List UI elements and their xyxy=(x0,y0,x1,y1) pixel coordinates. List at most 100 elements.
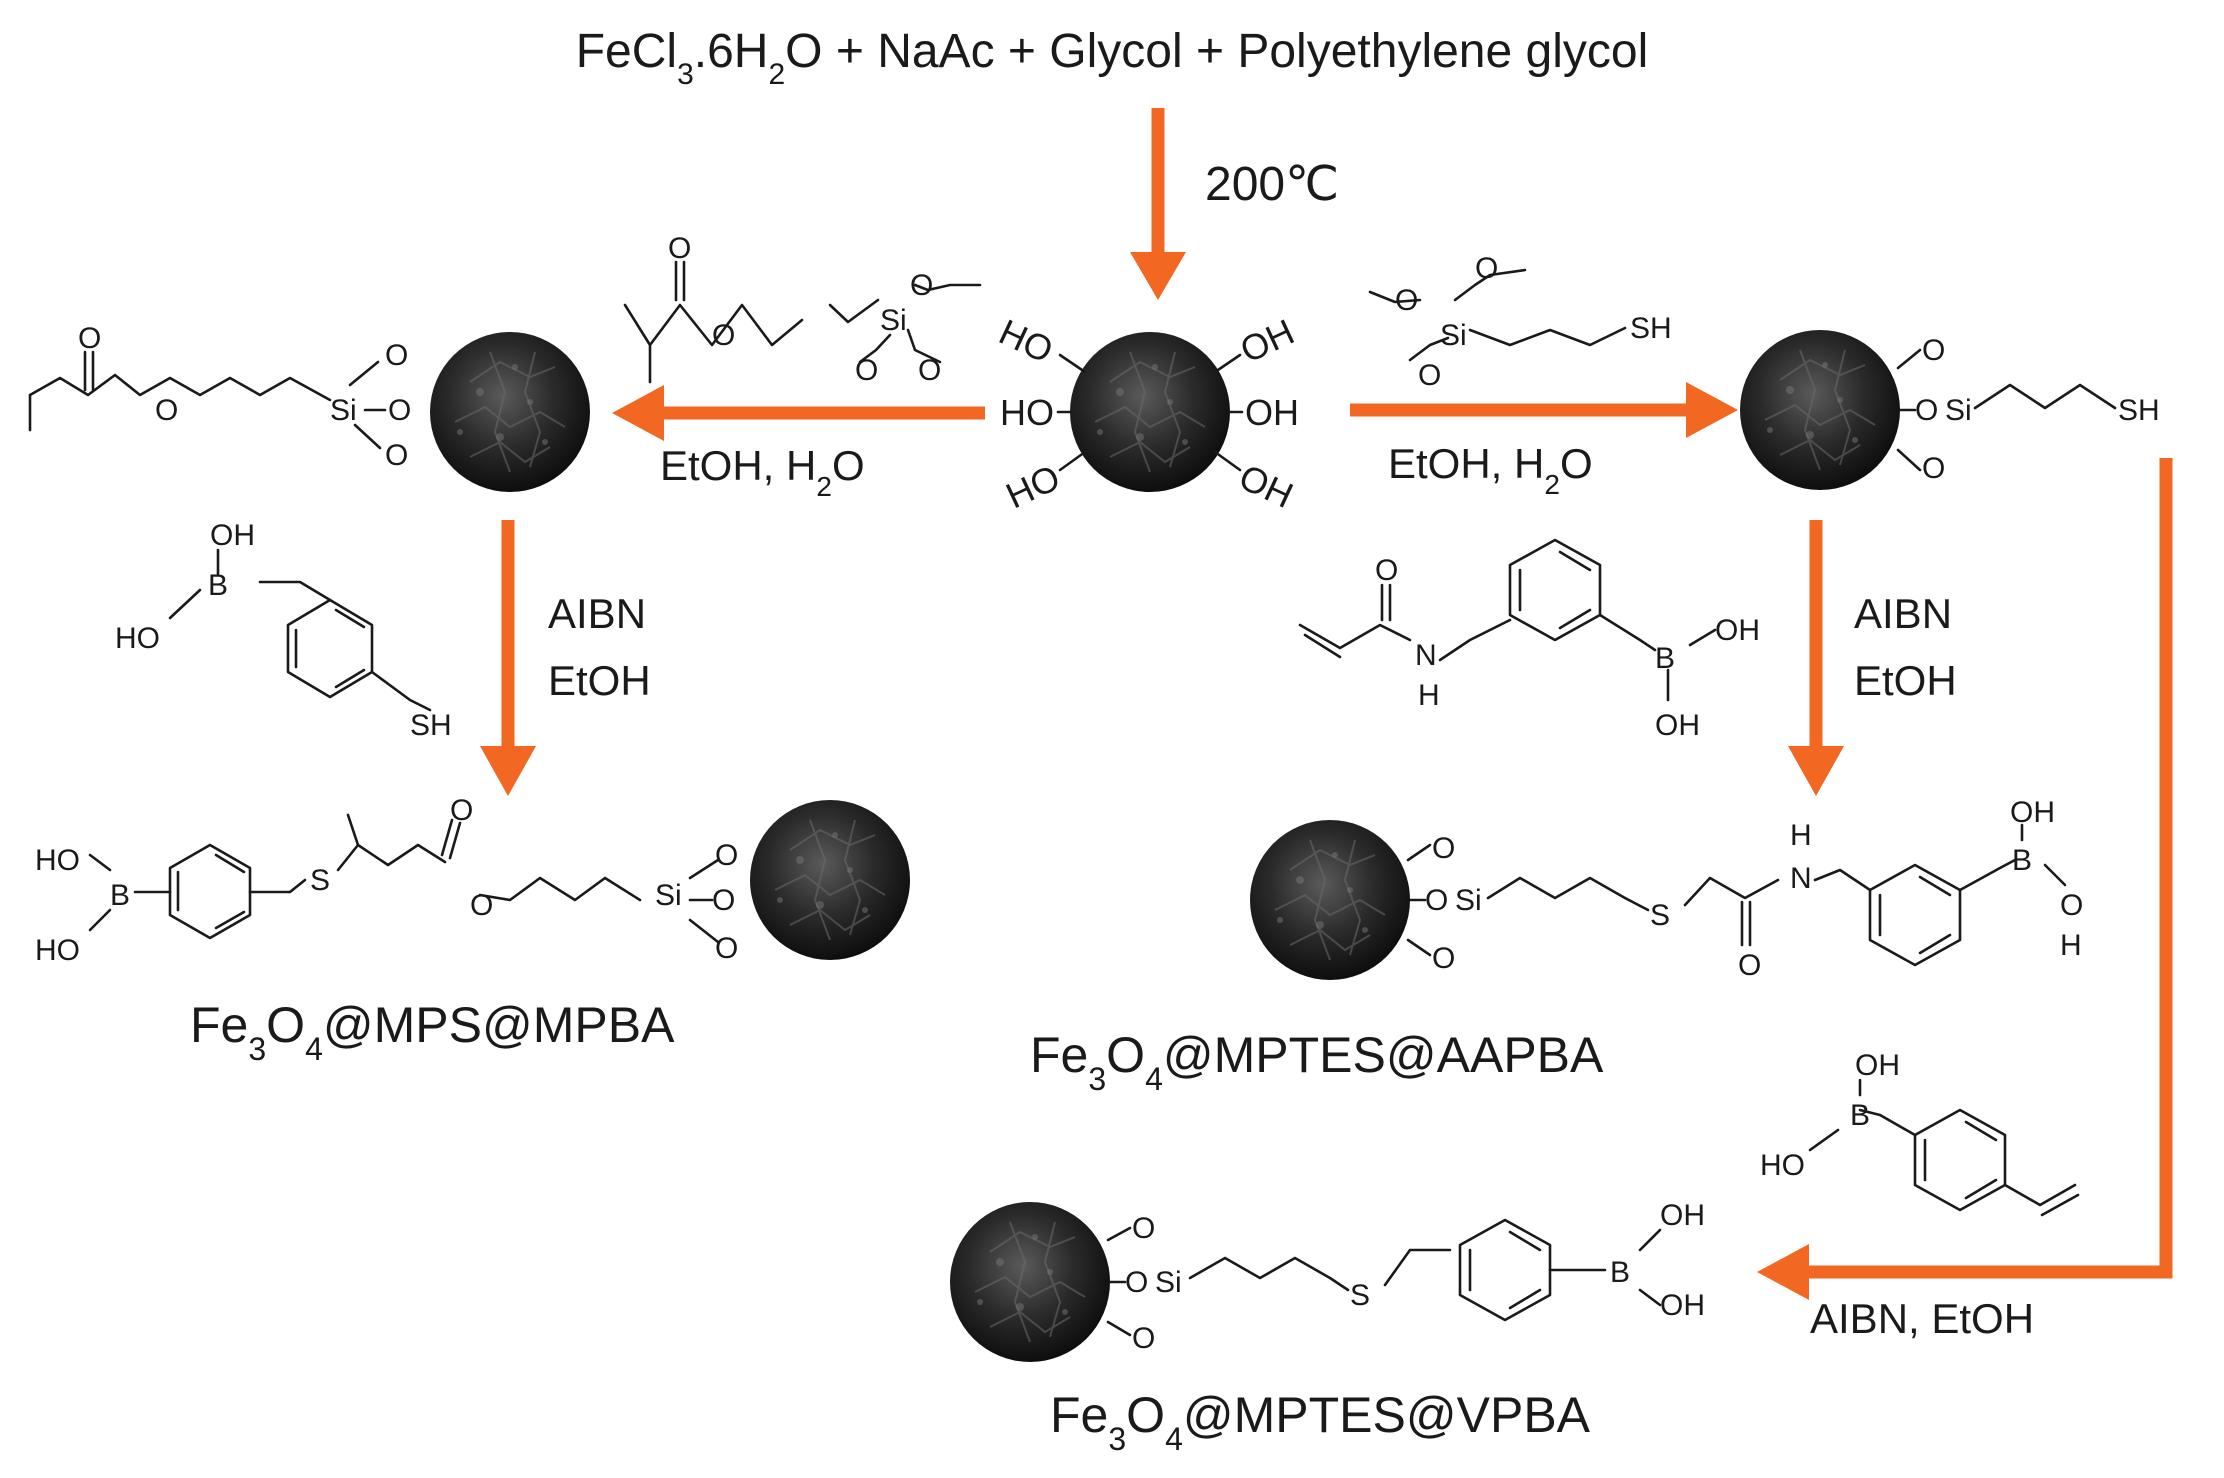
mpba-prod-o-3: O xyxy=(715,932,738,965)
mpba-boron: B xyxy=(208,569,228,602)
reactants-line: FeCl3.6H2O + NaAc + Glycol + Polyethylen… xyxy=(576,25,1649,91)
mpba-prod-o-1: O xyxy=(715,839,738,872)
fe3o4-particle-mptes xyxy=(1739,329,1901,491)
aapba-prod-o-1: O xyxy=(1432,832,1455,865)
temperature-condition: 200℃ xyxy=(1205,158,1339,211)
aapba-prod-n: N xyxy=(1790,862,1812,895)
hydroxyl-top-left: HO xyxy=(993,311,1059,371)
aapba-nh: H xyxy=(1418,679,1440,712)
vpba-prod-sulfur: S xyxy=(1350,1279,1370,1312)
aapba-prod-sulfur: S xyxy=(1650,899,1670,932)
product-label-mptes-vpba: Fe3O4@MPTES@VPBA xyxy=(1050,1387,1591,1457)
mps-int-ester-o: O xyxy=(155,394,178,427)
mpba-reagent: B OH HO SH xyxy=(115,519,452,742)
fe3o4-particle-mps xyxy=(429,331,591,493)
vpba-prod-boron: B xyxy=(1610,1256,1630,1289)
mptes-int-o-1: O xyxy=(1922,334,1945,367)
aapba-carbonyl-o: O xyxy=(1375,554,1398,587)
arrowhead-left-mps xyxy=(612,385,664,441)
vpba-boron: B xyxy=(1850,1099,1870,1132)
product-label-mptes-aapba: Fe3O4@MPTES@AAPBA xyxy=(1030,1027,1604,1097)
mps-o-2: O xyxy=(855,354,878,387)
mpba-prod-carbonyl-o: O xyxy=(450,794,473,827)
arrowhead-left-vpba xyxy=(1757,1244,1809,1300)
mps-int-carbonyl-o: O xyxy=(78,322,101,355)
fe3o4-particle-center xyxy=(1069,331,1231,493)
vpba-reagent: B OH HO xyxy=(1760,1049,2080,1217)
mpba-oh-1: OH xyxy=(210,519,255,552)
far-right-conditions: AIBN, EtOH xyxy=(1810,1295,2034,1342)
left-conditions-ethanol-water: EtOH, H2O xyxy=(660,442,865,502)
arrowhead-down-aapba xyxy=(1788,746,1844,796)
fe3o4-particle-vpba xyxy=(949,1201,1111,1363)
fe3o4-particle-aapba xyxy=(1249,819,1411,981)
mps-int-si: Si xyxy=(330,394,357,427)
mpba-prod-sulfur: S xyxy=(310,864,330,897)
hydroxyl-bottom-left: HO xyxy=(1000,456,1066,516)
aapba-boron: B xyxy=(1655,642,1675,675)
aapba-prod-nh: H xyxy=(1790,819,1812,852)
mptes-silane-reagent: O O Si O SH xyxy=(1368,252,1672,392)
fe3o4-mptes-intermediate: O O O Si SH xyxy=(1739,329,2160,491)
aapba-reagent: O N H B OH OH xyxy=(1298,538,1760,742)
aapba-prod-o-3: O xyxy=(1432,942,1455,975)
aapba-oh-2: OH xyxy=(1655,709,1700,742)
hydroxyl-bottom-right: OH xyxy=(1233,456,1299,516)
mpba-prod-si: Si xyxy=(655,879,682,912)
aapba-prod-boron: B xyxy=(2012,844,2032,877)
left-solvent-etoh: EtOH xyxy=(548,657,651,704)
mpba-prod-boron: B xyxy=(110,879,130,912)
fe3o4-mptes-vpba-product: O O O Si S B OH OH xyxy=(949,1199,1705,1363)
mpba-prod-ester-o: O xyxy=(470,889,493,922)
vpba-oh-1: OH xyxy=(1855,1049,1900,1082)
right-initiator-aibn: AIBN xyxy=(1854,590,1952,637)
mpba-prod-oh-1: HO xyxy=(35,844,80,877)
vpba-prod-oh-1: OH xyxy=(1660,1199,1705,1232)
aapba-prod-oh-2-h: H xyxy=(2060,929,2082,962)
mptes-si: Si xyxy=(1440,319,1467,352)
arrowhead-down-synthesis xyxy=(1130,252,1186,300)
mps-o-1: O xyxy=(910,269,933,302)
fe3o4-mps-mpba-product: B HO HO S O O Si O O O xyxy=(35,794,911,967)
mpba-thiol: SH xyxy=(410,709,452,742)
arrow-elbow-vpba xyxy=(1805,458,2173,1279)
hydroxyl-mid-left: HO xyxy=(1000,392,1054,433)
product-label-mps-mpba: Fe3O4@MPS@MPBA xyxy=(190,997,675,1067)
mps-carbonyl-o: O xyxy=(668,232,691,265)
aapba-prod-oh-2: O xyxy=(2060,889,2083,922)
aapba-prod-si: Si xyxy=(1455,884,1482,917)
mptes-o-2: O xyxy=(1475,252,1498,285)
mpba-prod-o-2: O xyxy=(712,884,735,917)
mps-int-o-2: O xyxy=(388,394,411,427)
aapba-prod-o-2: O xyxy=(1425,884,1448,917)
vpba-prod-o-2: O xyxy=(1125,1266,1148,1299)
fe3o4-mptes-aapba-product: O O O Si S O N H B OH O H xyxy=(1249,796,2083,982)
mpba-oh-2: HO xyxy=(115,622,160,655)
aapba-prod-oh-1: OH xyxy=(2010,796,2055,829)
fe3o4-oh-particle-group: HO OH HO OH HO OH xyxy=(993,311,1300,517)
vpba-oh-2: HO xyxy=(1760,1149,1805,1182)
fe3o4-particle-mpba xyxy=(749,799,911,961)
mptes-o-1: O xyxy=(1395,284,1418,317)
aapba-prod-carbonyl-o: O xyxy=(1738,949,1761,982)
aapba-n: N xyxy=(1415,639,1437,672)
mps-int-o-1: O xyxy=(385,339,408,372)
aapba-oh-1: OH xyxy=(1715,614,1760,647)
vpba-prod-si: Si xyxy=(1155,1266,1182,1299)
right-solvent-etoh: EtOH xyxy=(1854,657,1957,704)
mps-ester-o: O xyxy=(712,319,735,352)
mps-si: Si xyxy=(880,304,907,337)
left-initiator-aibn: AIBN xyxy=(548,590,646,637)
mptes-int-si: Si xyxy=(1945,394,1972,427)
vpba-prod-oh-2: OH xyxy=(1660,1289,1705,1322)
mptes-int-thiol: SH xyxy=(2118,394,2160,427)
fe3o4-mps-intermediate: O O Si O O O xyxy=(28,322,591,493)
hydroxyl-mid-right: OH xyxy=(1245,392,1299,433)
arrowhead-right-mptes xyxy=(1686,382,1738,438)
mpba-prod-oh-2: HO xyxy=(35,934,80,967)
mps-silane-reagent: O O Si O O O xyxy=(623,232,982,387)
mptes-int-o-3: O xyxy=(1922,452,1945,485)
mptes-thiol: SH xyxy=(1630,312,1672,345)
mptes-int-o-2: O xyxy=(1915,394,1938,427)
